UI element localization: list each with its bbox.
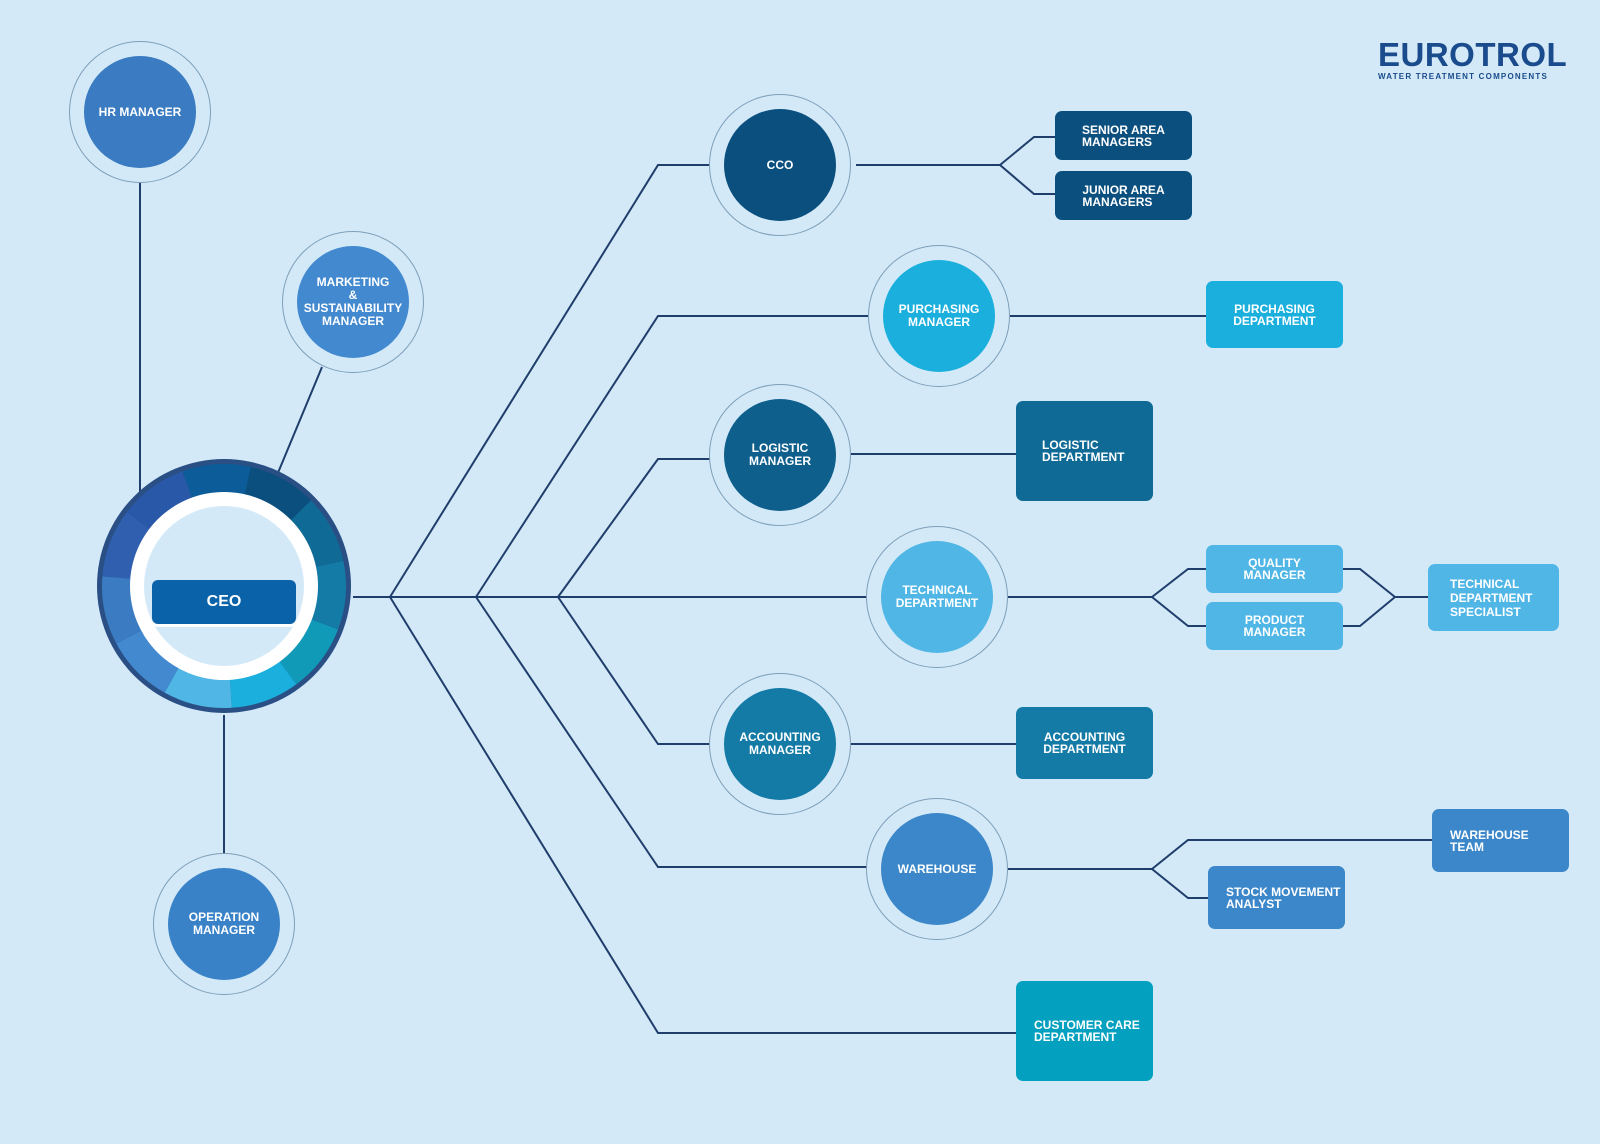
accounting-manager-label: ACCOUNTING MANAGER <box>739 730 821 757</box>
warehouse-label: WAREHOUSE <box>897 861 977 876</box>
logo-name: EUROTROL <box>1378 36 1568 73</box>
cco-node[interactable]: CCO <box>724 109 836 221</box>
connector-senior <box>999 136 1056 166</box>
connector-accounting <box>557 596 710 745</box>
stock-movement-analyst-label: STOCK MOVEMENT ANALYST <box>1226 884 1341 911</box>
technical-department-node[interactable]: TECHNICAL DEPARTMENT <box>881 541 993 653</box>
ceo-ring-segment <box>102 576 143 644</box>
connector-warehouse <box>475 596 868 868</box>
stock-movement-analyst-box[interactable]: STOCK MOVEMENT ANALYST <box>1208 866 1345 929</box>
logistic-department-label: LOGISTIC DEPARTMENT <box>1042 438 1125 464</box>
warehouse-node[interactable]: WAREHOUSE <box>881 813 993 925</box>
cco-label: CCO <box>766 157 794 172</box>
connector-junior <box>999 164 1056 195</box>
senior-area-managers-label: SENIOR AREA MANAGERS <box>1082 122 1165 149</box>
purchasing-department-box[interactable]: PURCHASING DEPARTMENT <box>1206 281 1343 348</box>
connector-stock <box>1151 868 1208 899</box>
accounting-department-label: ACCOUNTING DEPARTMENT <box>1043 730 1126 756</box>
junior-area-managers-label: JUNIOR AREA MANAGERS <box>1082 182 1165 209</box>
purchasing-department-label: PURCHASING DEPARTMENT <box>1233 301 1316 328</box>
ceo-ring-segment <box>244 466 311 522</box>
purchasing-manager-label: PURCHASING MANAGER <box>898 302 980 329</box>
hr-manager-label: HR MANAGER <box>98 104 182 119</box>
marketing-manager-node[interactable]: MARKETING & SUSTAINABILITY MANAGER <box>297 246 409 358</box>
marketing-manager-label: MARKETING & SUSTAINABILITY MANAGER <box>303 275 403 328</box>
customer-care-department-box[interactable]: CUSTOMER CARE DEPARTMENT <box>1016 981 1153 1081</box>
logistic-department-box[interactable]: LOGISTIC DEPARTMENT <box>1016 401 1153 501</box>
connector-warehouse-team <box>1151 839 1432 870</box>
product-manager-box[interactable]: PRODUCT MANAGER <box>1206 602 1343 650</box>
ceo-ring-segment <box>278 618 338 685</box>
connector-quality <box>1151 568 1206 598</box>
accounting-manager-node[interactable]: ACCOUNTING MANAGER <box>724 688 836 800</box>
junior-area-managers-box[interactable]: JUNIOR AREA MANAGERS <box>1055 171 1192 220</box>
connector-logistic <box>557 458 710 598</box>
ceo-ring-segment <box>116 629 180 693</box>
operation-manager-label: OPERATION MANAGER <box>188 910 260 937</box>
warehouse-team-box[interactable]: WAREHOUSE TEAM <box>1432 809 1569 872</box>
connector-quality-out <box>1342 568 1396 598</box>
logo-tagline: WATER TREATMENT COMPONENTS <box>1378 72 1549 81</box>
connector-marketing <box>274 366 323 481</box>
ceo-ring-segment <box>309 561 346 630</box>
ceo-ring-segment <box>289 500 344 568</box>
ceo-ring-segment <box>102 512 151 579</box>
logistic-manager-node[interactable]: LOGISTIC MANAGER <box>724 399 836 511</box>
purchasing-manager-node[interactable]: PURCHASING MANAGER <box>883 260 995 372</box>
customer-care-department-label: CUSTOMER CARE DEPARTMENT <box>1034 1018 1140 1044</box>
connector-cco <box>389 164 710 598</box>
ceo-ring-segment <box>126 471 193 531</box>
ceo-ring-segment <box>182 464 251 500</box>
product-manager-label: PRODUCT MANAGER <box>1243 613 1306 639</box>
technical-department-specialist-box[interactable]: TECHNICAL DEPARTMENT SPECIALIST <box>1428 564 1559 631</box>
connector-product <box>1151 596 1206 627</box>
operation-manager-node[interactable]: OPERATION MANAGER <box>168 868 280 980</box>
quality-manager-label: QUALITY MANAGER <box>1243 556 1306 582</box>
logistic-manager-label: LOGISTIC MANAGER <box>749 441 811 468</box>
ceo-ring-segment <box>229 660 297 708</box>
connector-customer-care <box>389 596 1016 1034</box>
accounting-department-box[interactable]: ACCOUNTING DEPARTMENT <box>1016 707 1153 779</box>
hr-manager-node[interactable]: HR MANAGER <box>84 56 196 168</box>
connector-product-out <box>1342 596 1396 627</box>
ceo-box[interactable]: CEO <box>152 580 296 624</box>
warehouse-team-label: WAREHOUSE TEAM <box>1450 827 1529 854</box>
quality-manager-box[interactable]: QUALITY MANAGER <box>1206 545 1343 593</box>
technical-department-specialist-label: TECHNICAL DEPARTMENT SPECIALIST <box>1450 576 1533 619</box>
senior-area-managers-box[interactable]: SENIOR AREA MANAGERS <box>1055 111 1192 160</box>
ceo-ring-segment <box>164 666 232 708</box>
technical-department-label: TECHNICAL DEPARTMENT <box>895 583 979 610</box>
eurotrol-logo: EUROTROL WATER TREATMENT COMPONENTS <box>1378 36 1568 84</box>
connector-purchasing <box>475 315 868 598</box>
